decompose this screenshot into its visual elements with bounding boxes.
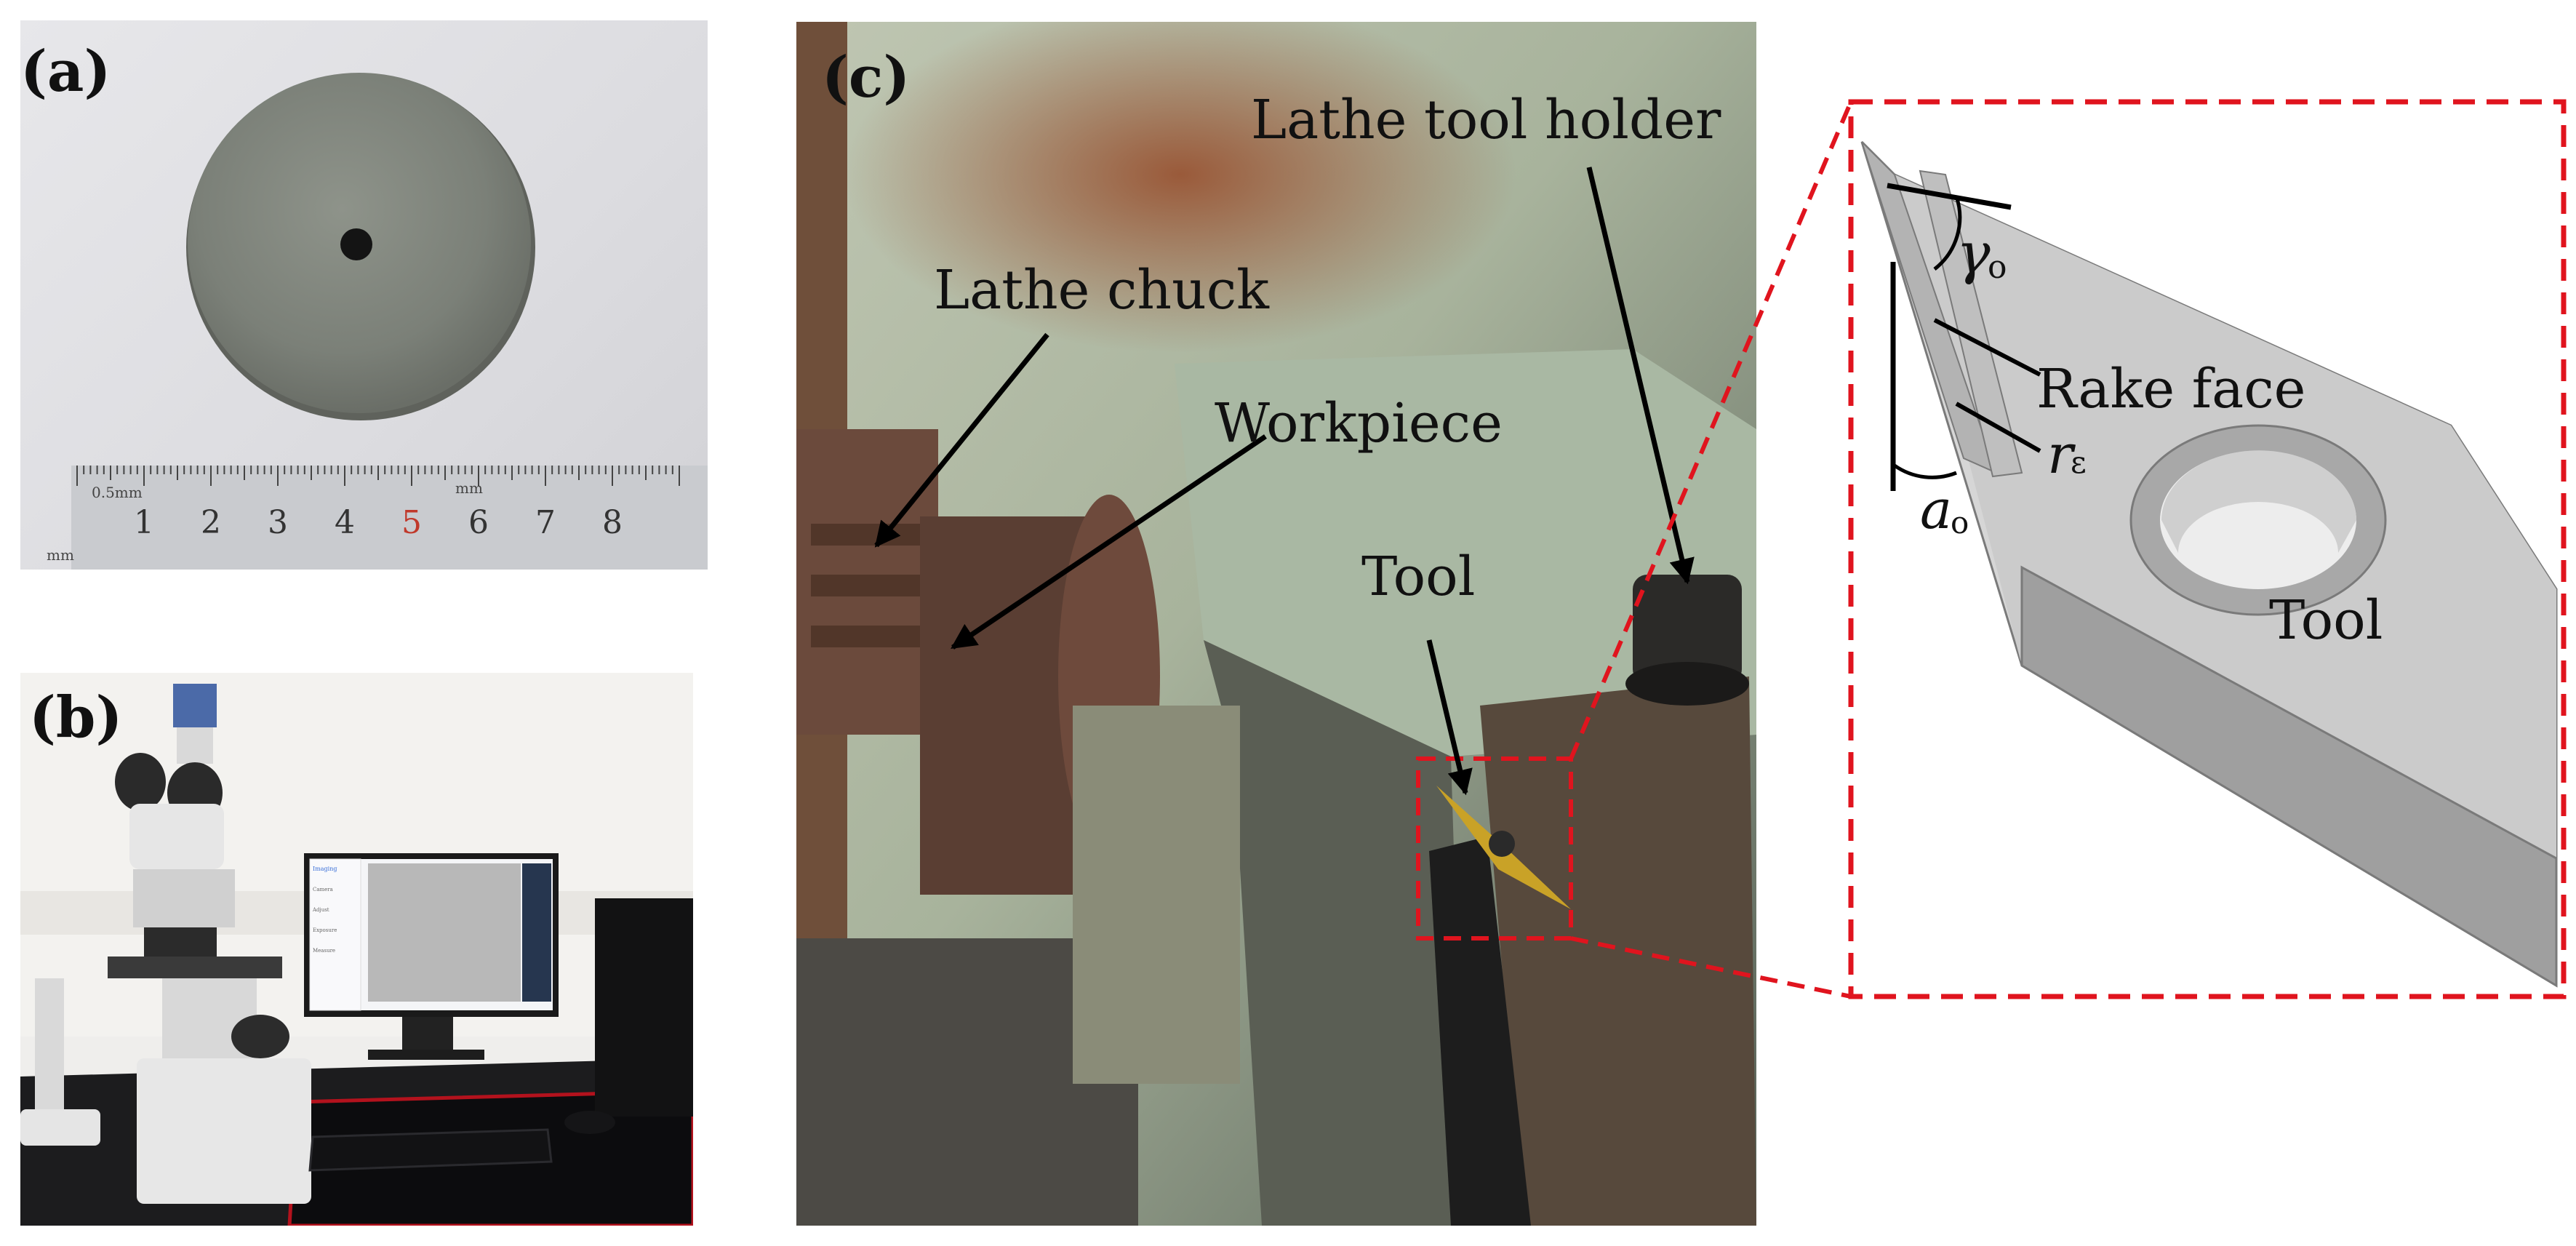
arrow-r-epsilon bbox=[1955, 402, 2041, 453]
panel-c-label: (c) bbox=[822, 44, 911, 111]
mouse bbox=[564, 1111, 615, 1134]
microscope bbox=[108, 684, 311, 1204]
monitor-sidebar-item: Exposure bbox=[313, 927, 337, 933]
monitor-sidebar-item: Camera bbox=[313, 887, 333, 892]
panel-c-image bbox=[796, 22, 1756, 1226]
arrow-lathe-chuck bbox=[874, 332, 1049, 548]
ruler-number: 5 bbox=[401, 504, 422, 541]
svg-text:r: r bbox=[2047, 423, 2076, 486]
monitor-sidebar-item: Measure bbox=[313, 948, 335, 954]
ruler-number: 2 bbox=[201, 504, 221, 541]
panel-b-label: (b) bbox=[29, 684, 123, 751]
lathe-chuck bbox=[796, 429, 938, 735]
monitor-sidebar-item: Adjust bbox=[312, 907, 329, 913]
ruler-unit-bottom: mm bbox=[47, 546, 74, 564]
callout-lathe-chuck: Lathe chuck bbox=[934, 259, 1270, 322]
tool-shank bbox=[1429, 836, 1531, 1226]
ruler-numbers: 1 2 3 4 5 6 7 8 bbox=[134, 504, 623, 541]
insert-screw bbox=[1489, 831, 1515, 857]
callout-lathe-tool-holder: Lathe tool holder bbox=[1251, 89, 1721, 151]
svg-text:a: a bbox=[1920, 479, 1952, 541]
pc-tower bbox=[595, 898, 693, 1117]
gamma-arc bbox=[1933, 196, 1962, 271]
detail-tool-label: Tool bbox=[2269, 589, 2383, 652]
ruler-unit-mid: mm bbox=[455, 479, 483, 497]
ruler-number: 8 bbox=[602, 504, 623, 541]
arrow-workpiece bbox=[951, 434, 1267, 650]
ruler-number: 1 bbox=[134, 504, 154, 541]
keyboard bbox=[308, 1128, 553, 1172]
zoom-connector-bottom bbox=[1570, 936, 1852, 999]
svg-text:o: o bbox=[1951, 505, 1969, 540]
arrow-tool bbox=[1426, 639, 1473, 796]
alpha-o-label: a o bbox=[1920, 479, 1969, 541]
panel-a-image: 0.5mm mm mm 1 2 3 4 5 6 7 8 bbox=[47, 73, 708, 570]
disc-center-hole bbox=[340, 228, 372, 260]
ruler-number: 3 bbox=[268, 504, 288, 541]
alpha-arc bbox=[1893, 463, 1957, 479]
gamma-o-label: γ o bbox=[1956, 221, 2007, 287]
ruler-number: 7 bbox=[535, 504, 556, 541]
ruler-number: 4 bbox=[335, 504, 355, 541]
zoom-connector-top bbox=[1569, 100, 1853, 760]
callout-tool: Tool bbox=[1361, 546, 1476, 608]
arrow-lathe-tool-holder bbox=[1586, 167, 1695, 585]
svg-text:o: o bbox=[1988, 249, 2007, 286]
tool-holder-body bbox=[1480, 676, 1756, 1226]
ruler-number: 6 bbox=[468, 504, 489, 541]
svg-text:ε: ε bbox=[2071, 444, 2087, 480]
callout-workpiece: Workpiece bbox=[1215, 392, 1503, 455]
power-strip bbox=[20, 1109, 100, 1146]
svg-text:γ: γ bbox=[1956, 221, 1991, 287]
arrow-rake-face bbox=[1933, 318, 2041, 377]
monitor-sidebar-title: Imaging bbox=[313, 866, 337, 872]
ruler-ticks bbox=[76, 466, 680, 486]
detail-rake-face-label: Rake face bbox=[2036, 358, 2305, 420]
r-epsilon-label: r ε bbox=[2047, 423, 2087, 486]
tool-insert-3d bbox=[1860, 140, 2558, 988]
cross-slide bbox=[1073, 706, 1240, 1084]
tool-holder-bolt bbox=[1625, 575, 1749, 706]
panel-a-label: (a) bbox=[20, 39, 111, 105]
carriage-side bbox=[1204, 640, 1465, 1226]
panel-a: 0.5mm mm mm 1 2 3 4 5 6 7 8 bbox=[20, 20, 708, 570]
ruler bbox=[71, 466, 708, 570]
rake-angle-reference-line bbox=[1887, 183, 2012, 210]
ruler-unit-left: 0.5mm bbox=[92, 484, 143, 501]
panel-c bbox=[796, 22, 1756, 1226]
carriage-block bbox=[1175, 349, 1756, 756]
